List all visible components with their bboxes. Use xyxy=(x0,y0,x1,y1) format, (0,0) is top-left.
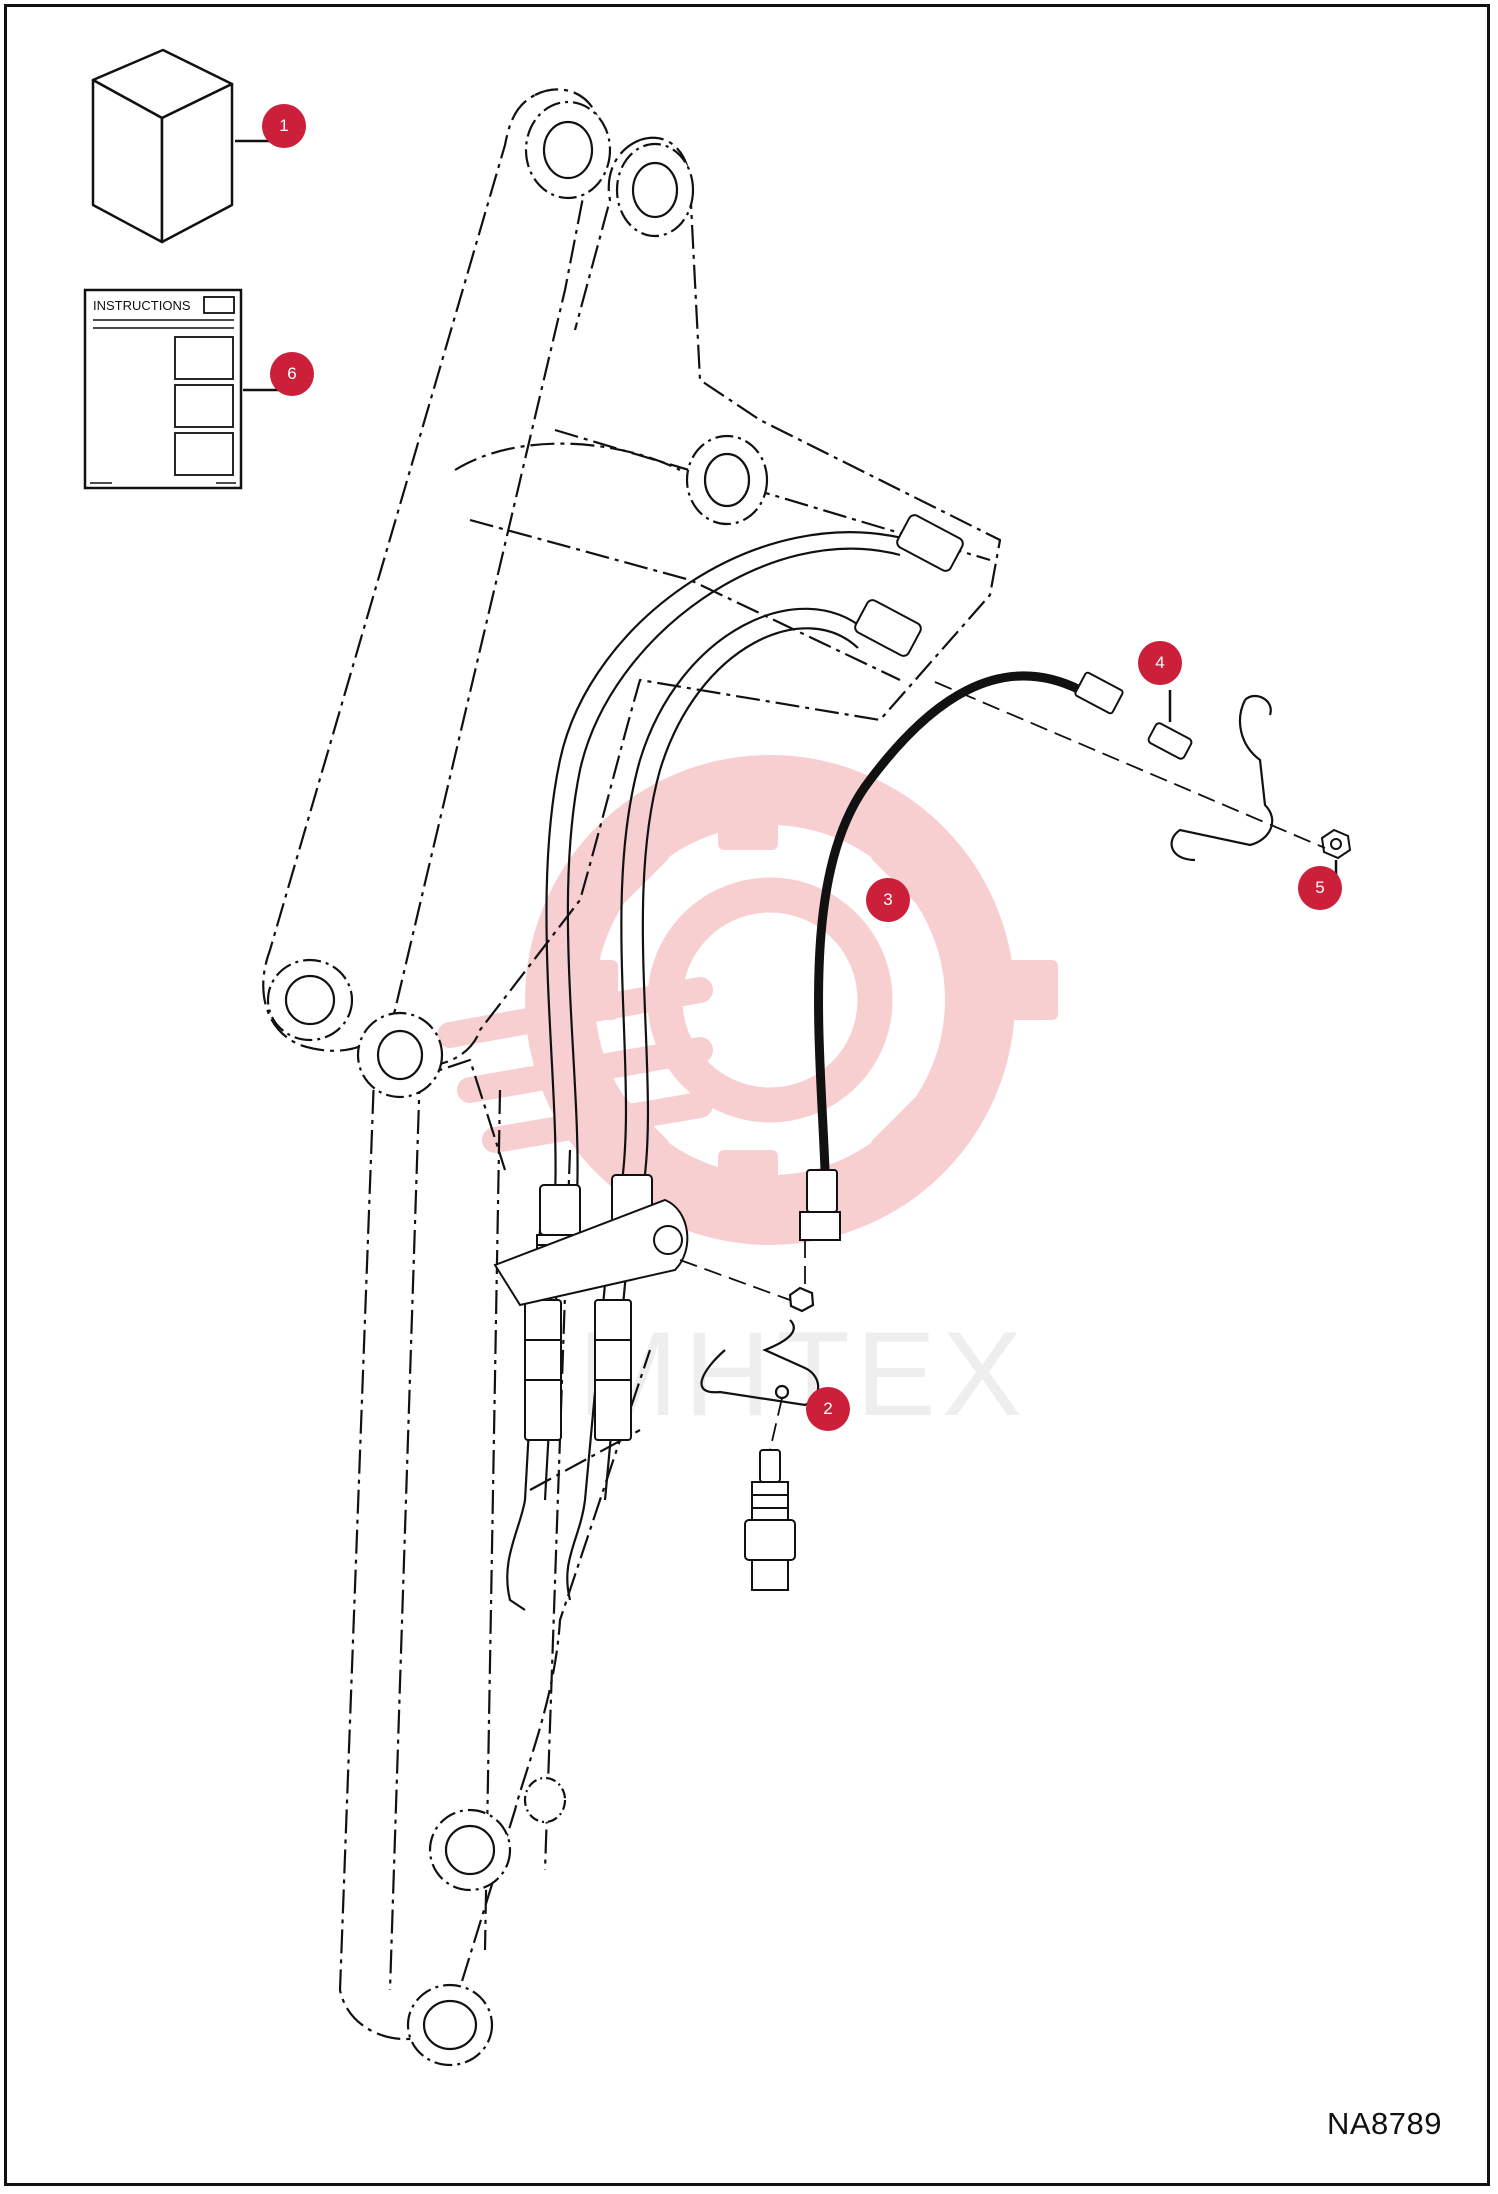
callout-2: 2 xyxy=(806,1387,850,1431)
quick-coupler xyxy=(744,1449,796,1591)
document-icon xyxy=(203,296,235,314)
instructions-sheet: INSTRUCTIONS xyxy=(83,288,243,490)
callout-5: 5 xyxy=(1298,866,1342,910)
kit-box-icon xyxy=(91,48,234,244)
new-hose xyxy=(814,671,1085,1175)
mount-bracket xyxy=(493,1198,689,1307)
callout-6: 6 xyxy=(270,352,314,396)
valve-fittings xyxy=(854,514,964,657)
callout-4: 4 xyxy=(1138,641,1182,685)
instructions-label: INSTRUCTIONS xyxy=(93,298,191,313)
callout-1: 1 xyxy=(262,104,306,148)
assembly-lines xyxy=(679,681,1326,1451)
watermark-gear-logo xyxy=(437,755,1058,1245)
watermark-text: MHTEX xyxy=(578,1307,1028,1441)
hook-bracket xyxy=(1170,694,1274,862)
callout-3: 3 xyxy=(866,878,910,922)
arm-pivot-bosses xyxy=(266,100,769,2067)
new-hose-fittings xyxy=(799,671,1124,1241)
document-number: NA8789 xyxy=(1326,2106,1442,2141)
adapter-fitting xyxy=(1147,690,1193,760)
